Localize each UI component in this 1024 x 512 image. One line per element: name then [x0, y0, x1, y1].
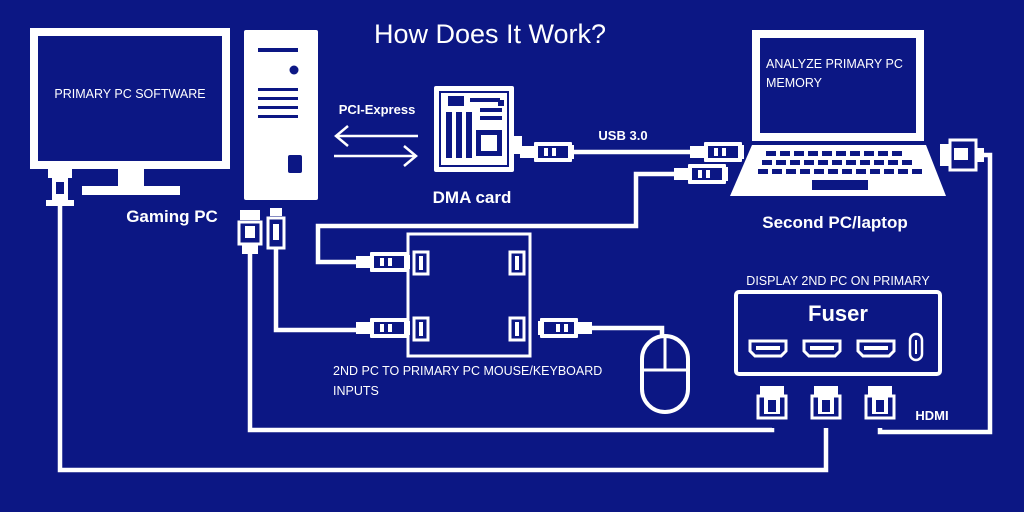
hdmi-cable-monitor-to-fuser [57, 206, 829, 473]
mouse-icon [640, 334, 690, 414]
usb-plug-icon [674, 164, 728, 184]
primary-pc-software-label: PRIMARY PC SOFTWARE [54, 87, 205, 101]
usb-switch-icon [406, 232, 532, 358]
hdmi-plug-icon [864, 384, 896, 420]
usb-cable-laptop-to-switch [315, 171, 674, 265]
dma-card-label: DMA card [433, 188, 512, 207]
mouse-cable [592, 325, 665, 336]
usb-plug-icon [690, 142, 744, 162]
analyze-label-line1: ANALYZE PRIMARY PC [766, 57, 903, 71]
hdmi-plug-icon [46, 166, 74, 206]
dma-card-icon [434, 86, 522, 172]
pc-tower-icon [244, 30, 318, 200]
hdmi-plug-icon [237, 210, 263, 254]
analyze-label-line2: MEMORY [766, 76, 823, 90]
hdmi-label: HDMI [915, 408, 948, 423]
kvm-label-line2: INPUTS [333, 384, 379, 398]
usb-plug-icon [266, 208, 286, 250]
hdmi-plug-icon [810, 384, 842, 420]
usb-plug-icon [356, 252, 410, 272]
second-pc-label: Second PC/laptop [762, 213, 907, 232]
bidirectional-arrow-icon [334, 125, 418, 167]
monitor-icon [30, 28, 230, 195]
usb-cable-tower-to-switch [273, 248, 358, 333]
hdmi-cable-laptop-to-fuser [877, 152, 993, 435]
diagram-title: How Does It Work? [374, 19, 606, 49]
pci-express-label: PCI-Express [339, 102, 416, 117]
gaming-pc-label: Gaming PC [126, 207, 218, 226]
hdmi-plug-icon [940, 138, 984, 172]
fuser-icon [734, 290, 942, 376]
laptop-icon [730, 30, 946, 196]
hdmi-plug-icon [756, 384, 788, 420]
usb-plug-icon [520, 142, 574, 162]
display-2nd-pc-label: DISPLAY 2ND PC ON PRIMARY [746, 274, 930, 288]
fuser-label: Fuser [808, 301, 868, 326]
kvm-label-line1: 2ND PC TO PRIMARY PC MOUSE/KEYBOARD [333, 364, 602, 378]
usb-label: USB 3.0 [598, 128, 647, 143]
usb-plug-icon [538, 318, 592, 338]
hdmi-cable-tower-to-fuser [247, 254, 775, 433]
usb-plug-icon [356, 318, 410, 338]
